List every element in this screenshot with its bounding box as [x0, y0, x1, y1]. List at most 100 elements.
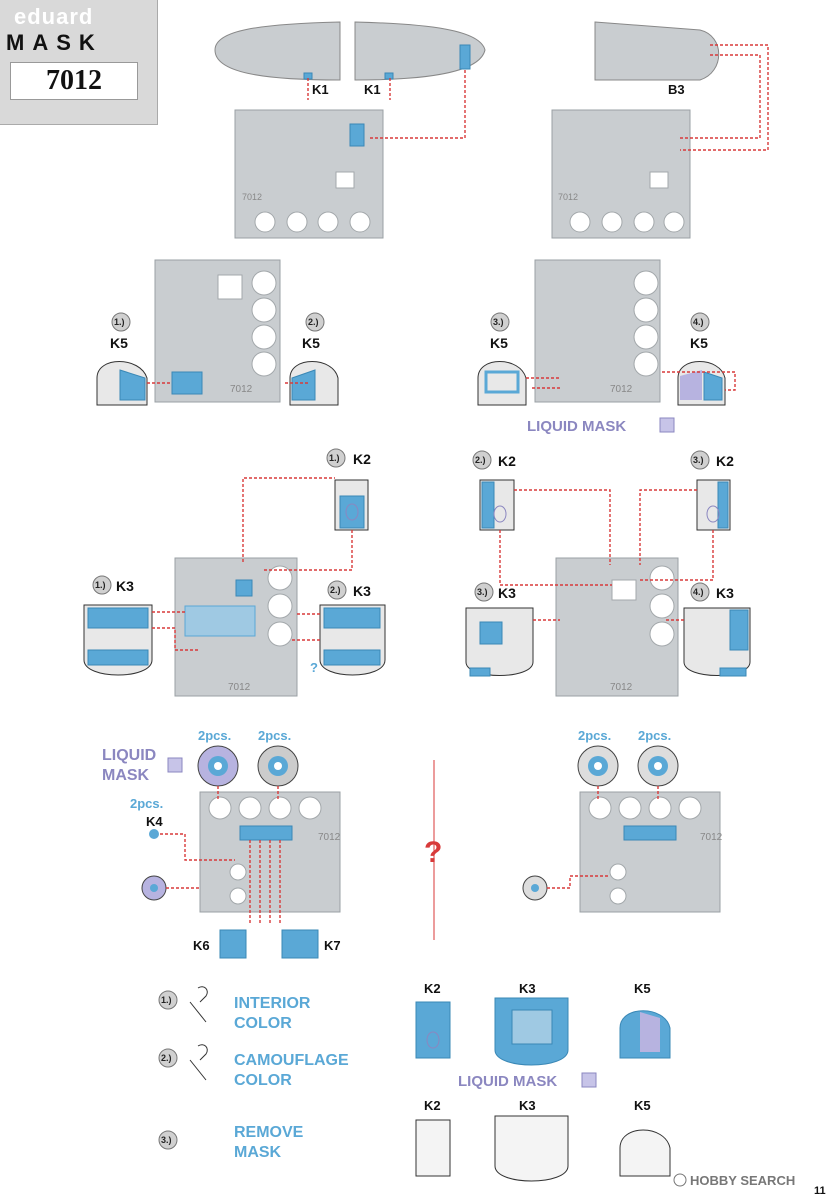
liquid-mask-label-2: LIQUID MASK — [458, 1073, 557, 1090]
guide-lines-row3-left — [152, 477, 353, 651]
fret-code-3b: 7012 — [610, 682, 633, 693]
legend-k2-masked — [415, 1001, 451, 1059]
legend-label-k2-b: K2 — [424, 1098, 441, 1113]
guide-lines-row4-left — [160, 786, 281, 925]
svg-text:3.): 3.) — [161, 1135, 172, 1145]
svg-text:1.): 1.) — [95, 580, 106, 590]
mask-fret-1b: 7012 — [551, 109, 691, 239]
svg-text:2.): 2.) — [475, 455, 486, 465]
legend-label-k3-b: K3 — [519, 1098, 536, 1113]
step-badge-1-row2: 1.) — [111, 312, 131, 332]
question-mark-large: ? — [424, 836, 442, 869]
part-k2-3 — [696, 479, 731, 531]
legend-label-k5-b: K5 — [634, 1098, 651, 1113]
legend-step-2: 2.) — [158, 1048, 178, 1068]
wheel-1 — [197, 745, 239, 787]
product-code-box: 7012 — [10, 62, 138, 100]
svg-text:1.): 1.) — [114, 317, 125, 327]
legend-interior: INTERIOR — [234, 995, 311, 1012]
step-badge-1-k2: 1.) — [326, 448, 346, 468]
part-k3-4 — [683, 607, 751, 677]
pcs-label-4: 2pcs. — [578, 728, 611, 743]
mask-fret-1a: 7012 — [234, 109, 384, 239]
label-k4: K4 — [146, 814, 163, 829]
part-k2-1 — [334, 479, 369, 531]
svg-text:4.): 4.) — [693, 587, 704, 597]
step-badge-4-k3: 4.) — [690, 582, 710, 602]
pcs-label-3: 2pcs. — [130, 796, 163, 811]
svg-text:4.): 4.) — [693, 317, 704, 327]
liquid-mask-swatch-3 — [581, 1072, 597, 1088]
label-k7: K7 — [324, 938, 341, 953]
question-mark-small: ? — [310, 660, 318, 675]
step-badge-2-k2: 2.) — [472, 450, 492, 470]
wheel-small-k4 — [149, 829, 159, 839]
guide-lines-row1 — [307, 44, 769, 151]
legend-remove: REMOVE — [234, 1124, 304, 1141]
step-badge-3-k2: 3.) — [690, 450, 710, 470]
pcs-label-2: 2pcs. — [258, 728, 291, 743]
label-b3: B3 — [668, 82, 685, 97]
liquid-mask-swatch-1 — [659, 417, 675, 433]
label-k2-c: K2 — [716, 453, 734, 469]
legend-step-3: 3.) — [158, 1130, 178, 1150]
wheel-5 — [637, 745, 679, 787]
svg-text:2.): 2.) — [161, 1053, 172, 1063]
label-k5-d: K5 — [690, 335, 708, 351]
svg-text:HOBBY SEARCH: HOBBY SEARCH — [690, 1173, 795, 1188]
svg-text:3.): 3.) — [493, 317, 504, 327]
page-number: 11 — [814, 1185, 826, 1197]
mask-fret-2a: 7012 — [154, 259, 281, 403]
mask-fret-4b: 7012 — [579, 791, 723, 913]
part-k3-3 — [465, 607, 534, 677]
liquid-mask-label-1: LIQUID MASK — [527, 418, 626, 435]
guide-lines-row2-right — [526, 371, 736, 391]
mask-fret-3a: 7012 ? — [174, 557, 318, 697]
legend-remove-2: MASK — [234, 1144, 282, 1161]
step-badge-3-row2: 3.) — [490, 312, 510, 332]
part-k2-2 — [479, 479, 515, 531]
fret-code-2b: 7012 — [610, 384, 633, 395]
svg-text:2.): 2.) — [308, 317, 319, 327]
label-k3-c: K3 — [498, 585, 516, 601]
label-k3-a: K3 — [116, 578, 134, 594]
liquid-mask-swatch-2 — [167, 757, 183, 773]
part-k7 — [281, 929, 319, 959]
fret-code-2a: 7012 — [230, 384, 253, 395]
pcs-label-1: 2pcs. — [198, 728, 231, 743]
airbrush-icon-2 — [189, 1044, 208, 1081]
label-k5-b: K5 — [302, 335, 320, 351]
step-badge-2-k3: 2.) — [327, 580, 347, 600]
liquid-label: LIQUID — [102, 747, 156, 764]
svg-text:1.): 1.) — [329, 453, 340, 463]
mask-fret-2b: 7012 — [534, 259, 661, 403]
hobby-search-logo: HOBBY SEARCH — [673, 1173, 795, 1188]
mask-fret-3b: 7012 — [555, 557, 679, 697]
label-k5-c: K5 — [490, 335, 508, 351]
legend-camouflage-2: COLOR — [234, 1072, 292, 1089]
canopy-k5-4 — [677, 361, 726, 406]
fret-code-1b: 7012 — [558, 192, 578, 202]
legend-k5-masked — [619, 1010, 671, 1059]
part-k3-1 — [83, 604, 153, 676]
part-k6 — [219, 929, 247, 959]
label-k3-b: K3 — [353, 583, 371, 599]
step-badge-4-row2: 4.) — [690, 312, 710, 332]
product-code: 7012 — [46, 65, 102, 96]
product-line-text: MASK — [6, 30, 103, 55]
brand-text: eduard — [14, 4, 94, 29]
legend-k3-plain — [494, 1115, 569, 1182]
header-box: eduard MASK 7012 — [0, 0, 158, 125]
wheel-6 — [522, 875, 548, 901]
label-k1-right: K1 — [364, 82, 381, 97]
guide-lines-row4-right — [547, 786, 659, 889]
label-k1-left: K1 — [312, 82, 329, 97]
wheel-3 — [141, 875, 167, 901]
mask-label: MASK — [102, 767, 150, 784]
airbrush-icon-1 — [189, 986, 208, 1023]
wheel-2 — [257, 745, 299, 787]
legend-interior-2: COLOR — [234, 1015, 292, 1032]
svg-text:2.): 2.) — [330, 585, 341, 595]
svg-text:3.): 3.) — [693, 455, 704, 465]
